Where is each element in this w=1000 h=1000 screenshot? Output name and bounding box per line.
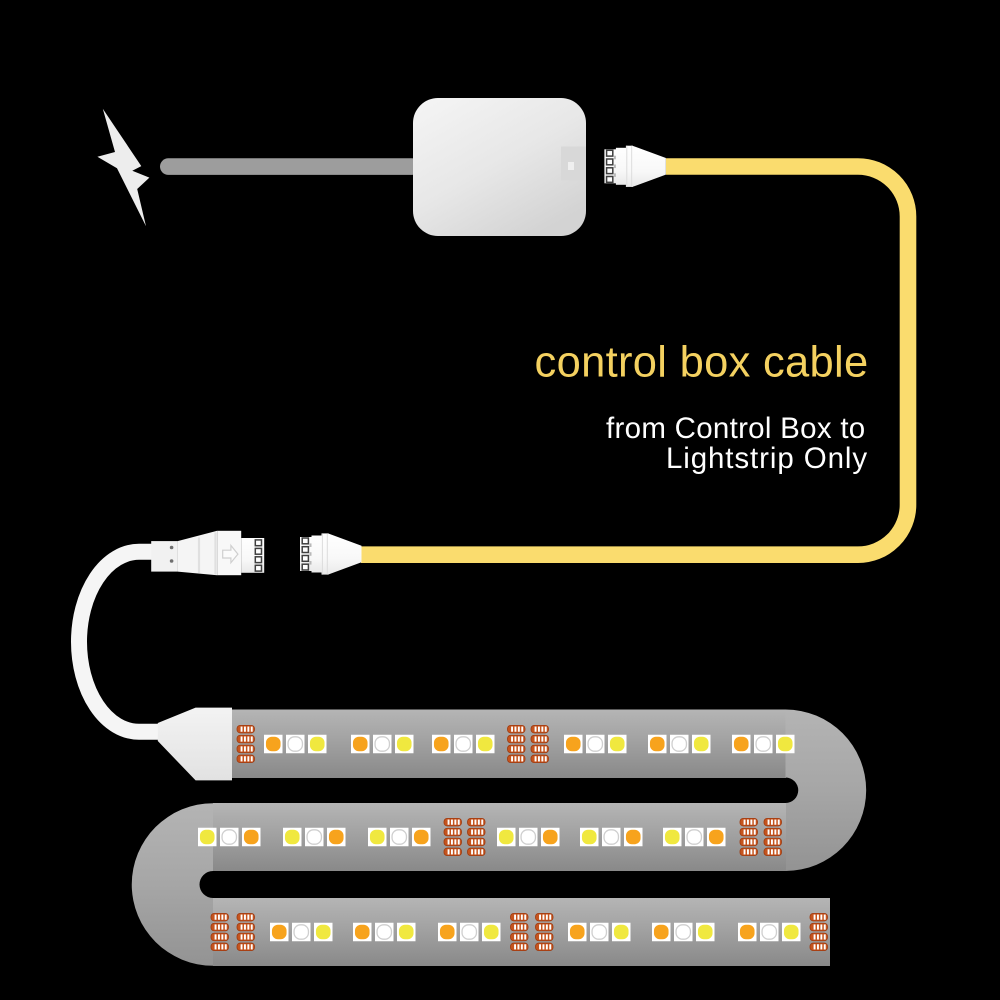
- svg-text:from Control Box to: from Control Box to: [606, 412, 865, 445]
- svg-text:control box cable: control box cable: [535, 339, 869, 387]
- svg-text:Lightstrip Only: Lightstrip Only: [666, 442, 868, 475]
